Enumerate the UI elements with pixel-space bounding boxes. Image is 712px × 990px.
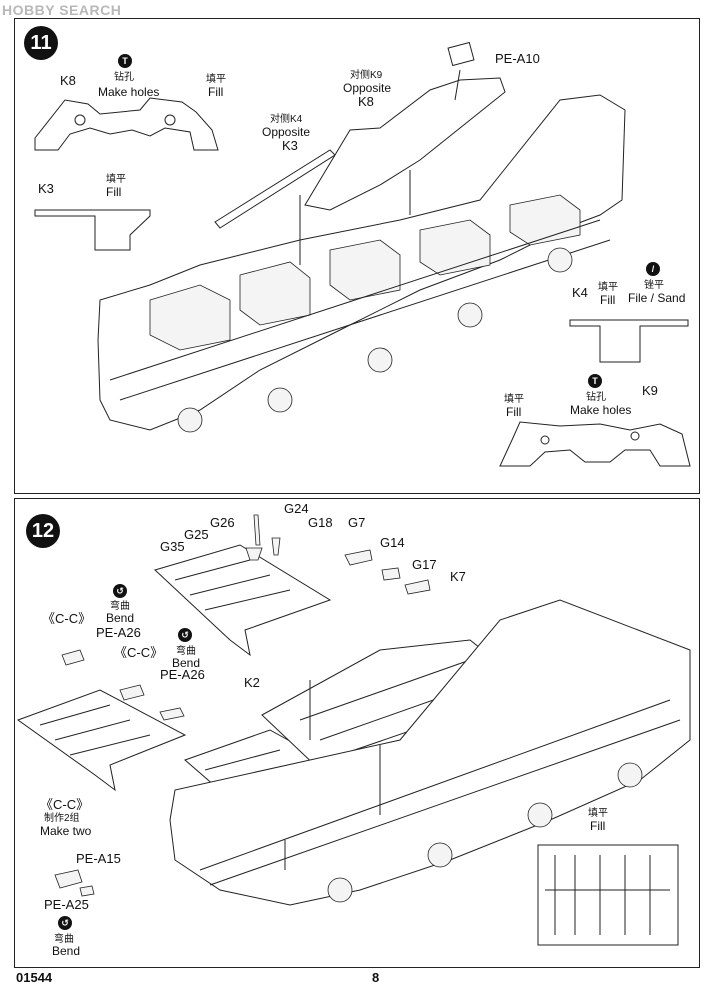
k3-center-label: K3 <box>282 138 298 153</box>
watermark: HOBBY SEARCH <box>2 2 121 18</box>
watermark-suffix: SEARCH <box>59 2 122 18</box>
g26-part <box>245 547 263 561</box>
k8-detail-part <box>34 97 219 151</box>
file-icon: / <box>646 262 660 276</box>
drill-icon-k9: T <box>588 374 602 388</box>
k3-center-cn: 对侧K4 <box>270 114 303 125</box>
g7-part <box>344 549 373 566</box>
bend-en-2: Bend <box>172 656 201 670</box>
cc-left-label: 《C-C》 <box>42 611 92 626</box>
part-k2: K2 <box>244 675 260 690</box>
bend-cn-3: 弯曲 <box>54 934 74 945</box>
pe-a15-label: PE-A15 <box>76 851 121 866</box>
pe-a15-part <box>54 869 83 889</box>
g18-part <box>271 537 281 556</box>
make-two-cn: 制作2组 <box>44 813 80 824</box>
k3-side-fill-en: Fill <box>106 185 122 199</box>
k8-top-fill-en: Fill <box>208 85 224 99</box>
part-g7: G7 <box>348 515 366 530</box>
bend-cn-1: 弯曲 <box>110 601 130 612</box>
pe-a25-label: PE-A25 <box>44 897 89 912</box>
make-two-en: Make two <box>40 824 92 838</box>
bend-en-1: Bend <box>106 611 135 625</box>
k8-top-fill-cn: 填平 <box>206 74 226 85</box>
k9-side-label: K9 <box>642 383 658 398</box>
k9-drill-en: Make holes <box>570 403 632 417</box>
bend-icon-1: ↺ <box>113 584 127 598</box>
k9-fill-cn: 填平 <box>504 394 524 405</box>
k2-plate <box>154 544 332 657</box>
pe-a10-label: PE-A10 <box>495 51 540 66</box>
bend-en-3: Bend <box>52 944 81 958</box>
part-g35: G35 <box>160 539 185 554</box>
k3-detail-part <box>34 209 151 251</box>
k4-fill-en: Fill <box>600 293 616 307</box>
pe-a26-right-part <box>159 707 185 721</box>
g24-part <box>253 514 261 546</box>
pe-a26-label-1: PE-A26 <box>96 625 141 640</box>
fill-en-12: Fill <box>590 819 606 833</box>
left-floor-plate <box>16 689 187 792</box>
k8-center-en: Opposite <box>343 81 392 95</box>
k3-side-label: K3 <box>38 181 54 196</box>
k8-top-label: K8 <box>60 73 76 88</box>
k9-fill-en: Fill <box>506 405 522 419</box>
fill-detail-box <box>537 844 679 946</box>
cc-bottom-label: 《C-C》 <box>40 797 90 812</box>
k4-file-en: File / Sand <box>628 291 686 305</box>
k9-drill-cn: 钻孔 <box>586 392 606 403</box>
part-g26: G26 <box>210 515 235 530</box>
page-number: 8 <box>372 970 380 985</box>
k3-side-fill-cn: 填平 <box>106 174 126 185</box>
drill-icon: T <box>118 54 132 68</box>
k4-fill-cn: 填平 <box>598 282 618 293</box>
cc-left-part <box>61 649 85 666</box>
k8-top-drill-cn: 钻孔 <box>114 72 134 83</box>
pe-a26-label-2: PE-A26 <box>160 667 205 682</box>
k4-detail-part <box>569 319 689 363</box>
watermark-brand: HOBBY <box>2 2 55 18</box>
k8-center-label: K8 <box>358 94 374 109</box>
bend-icon-2: ↺ <box>178 628 192 642</box>
part-g17: G17 <box>412 557 437 572</box>
k9-detail-part <box>499 421 691 467</box>
part-g24: G24 <box>284 501 309 516</box>
g17-part <box>404 579 431 595</box>
bend-cn-2: 弯曲 <box>176 646 196 657</box>
part-g18: G18 <box>308 515 333 530</box>
fill-cn-12: 填平 <box>588 808 608 819</box>
product-code: 01544 <box>16 970 53 985</box>
k4-file-cn: 锉平 <box>644 280 664 291</box>
part-g25: G25 <box>184 527 209 542</box>
pe-a10-part <box>447 41 475 67</box>
k8-wall-part <box>304 77 506 211</box>
k8-top-drill-en: Make holes <box>98 85 160 99</box>
step-12-badge: 12 <box>26 514 60 548</box>
g14-part <box>381 567 401 581</box>
k8-center-cn: 对侧K9 <box>350 70 383 81</box>
bend-icon-3: ↺ <box>58 916 72 930</box>
step-11-badge: 11 <box>24 26 58 60</box>
cc-mid-part <box>119 684 145 701</box>
pe-a25-part <box>79 885 95 897</box>
cc-right-label: 《C-C》 <box>114 645 164 660</box>
part-g14: G14 <box>380 535 405 550</box>
k3-center-en: Opposite <box>262 125 311 139</box>
k4-side-label: K4 <box>572 285 588 300</box>
part-k7: K7 <box>450 569 466 584</box>
